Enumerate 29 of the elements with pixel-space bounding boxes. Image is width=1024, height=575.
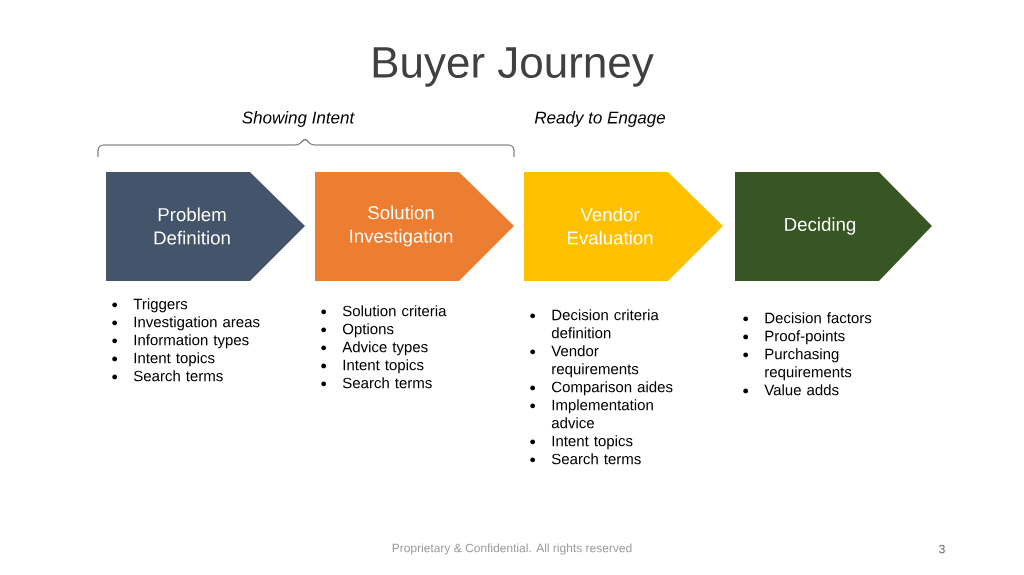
bullet-item: Search terms <box>112 370 223 382</box>
chevron-box: Problem Definition <box>106 172 305 281</box>
bullet-item: Proof-points <box>743 330 845 345</box>
bullet-item: Intent topics <box>112 352 215 367</box>
title: Buyer Journey <box>373 47 654 87</box>
bullet-item: Information types <box>112 334 249 349</box>
bullet-item: Advice types <box>321 341 428 356</box>
page-number: 3 <box>939 544 945 554</box>
bullet-item: Triggers <box>112 298 188 313</box>
footer-text: Proprietary & Confidential. All rights reserved <box>392 543 632 555</box>
bullet-item: Search terms <box>530 453 641 465</box>
group-label: Ready to Engage <box>534 111 666 127</box>
chevron-box: Vendor Evaluation <box>524 172 723 281</box>
bullet-item: Investigation areas <box>112 316 260 331</box>
bullet-item: Decision criteria definition <box>530 309 659 339</box>
chevron-box: Solution Investigation <box>315 172 514 281</box>
bullet-item: Value adds <box>743 384 839 396</box>
bullet-item: Implementation advice <box>530 399 653 429</box>
group-label: Showing Intent <box>242 111 355 127</box>
bullet-item: Options <box>321 323 394 338</box>
bullet-item: Vendor requirements <box>530 345 639 378</box>
chevron-box: Deciding <box>735 172 932 281</box>
bullet-item: Intent topics <box>530 435 633 450</box>
bullet-item: Comparison aides <box>530 381 673 396</box>
bullet-item: Purchasing requirements <box>743 348 852 381</box>
bullet-item: Decision factors <box>743 312 872 324</box>
bullet-item: Search terms <box>321 377 432 389</box>
bullet-item: Solution criteria <box>321 305 447 317</box>
bullet-item: Intent topics <box>321 359 424 374</box>
